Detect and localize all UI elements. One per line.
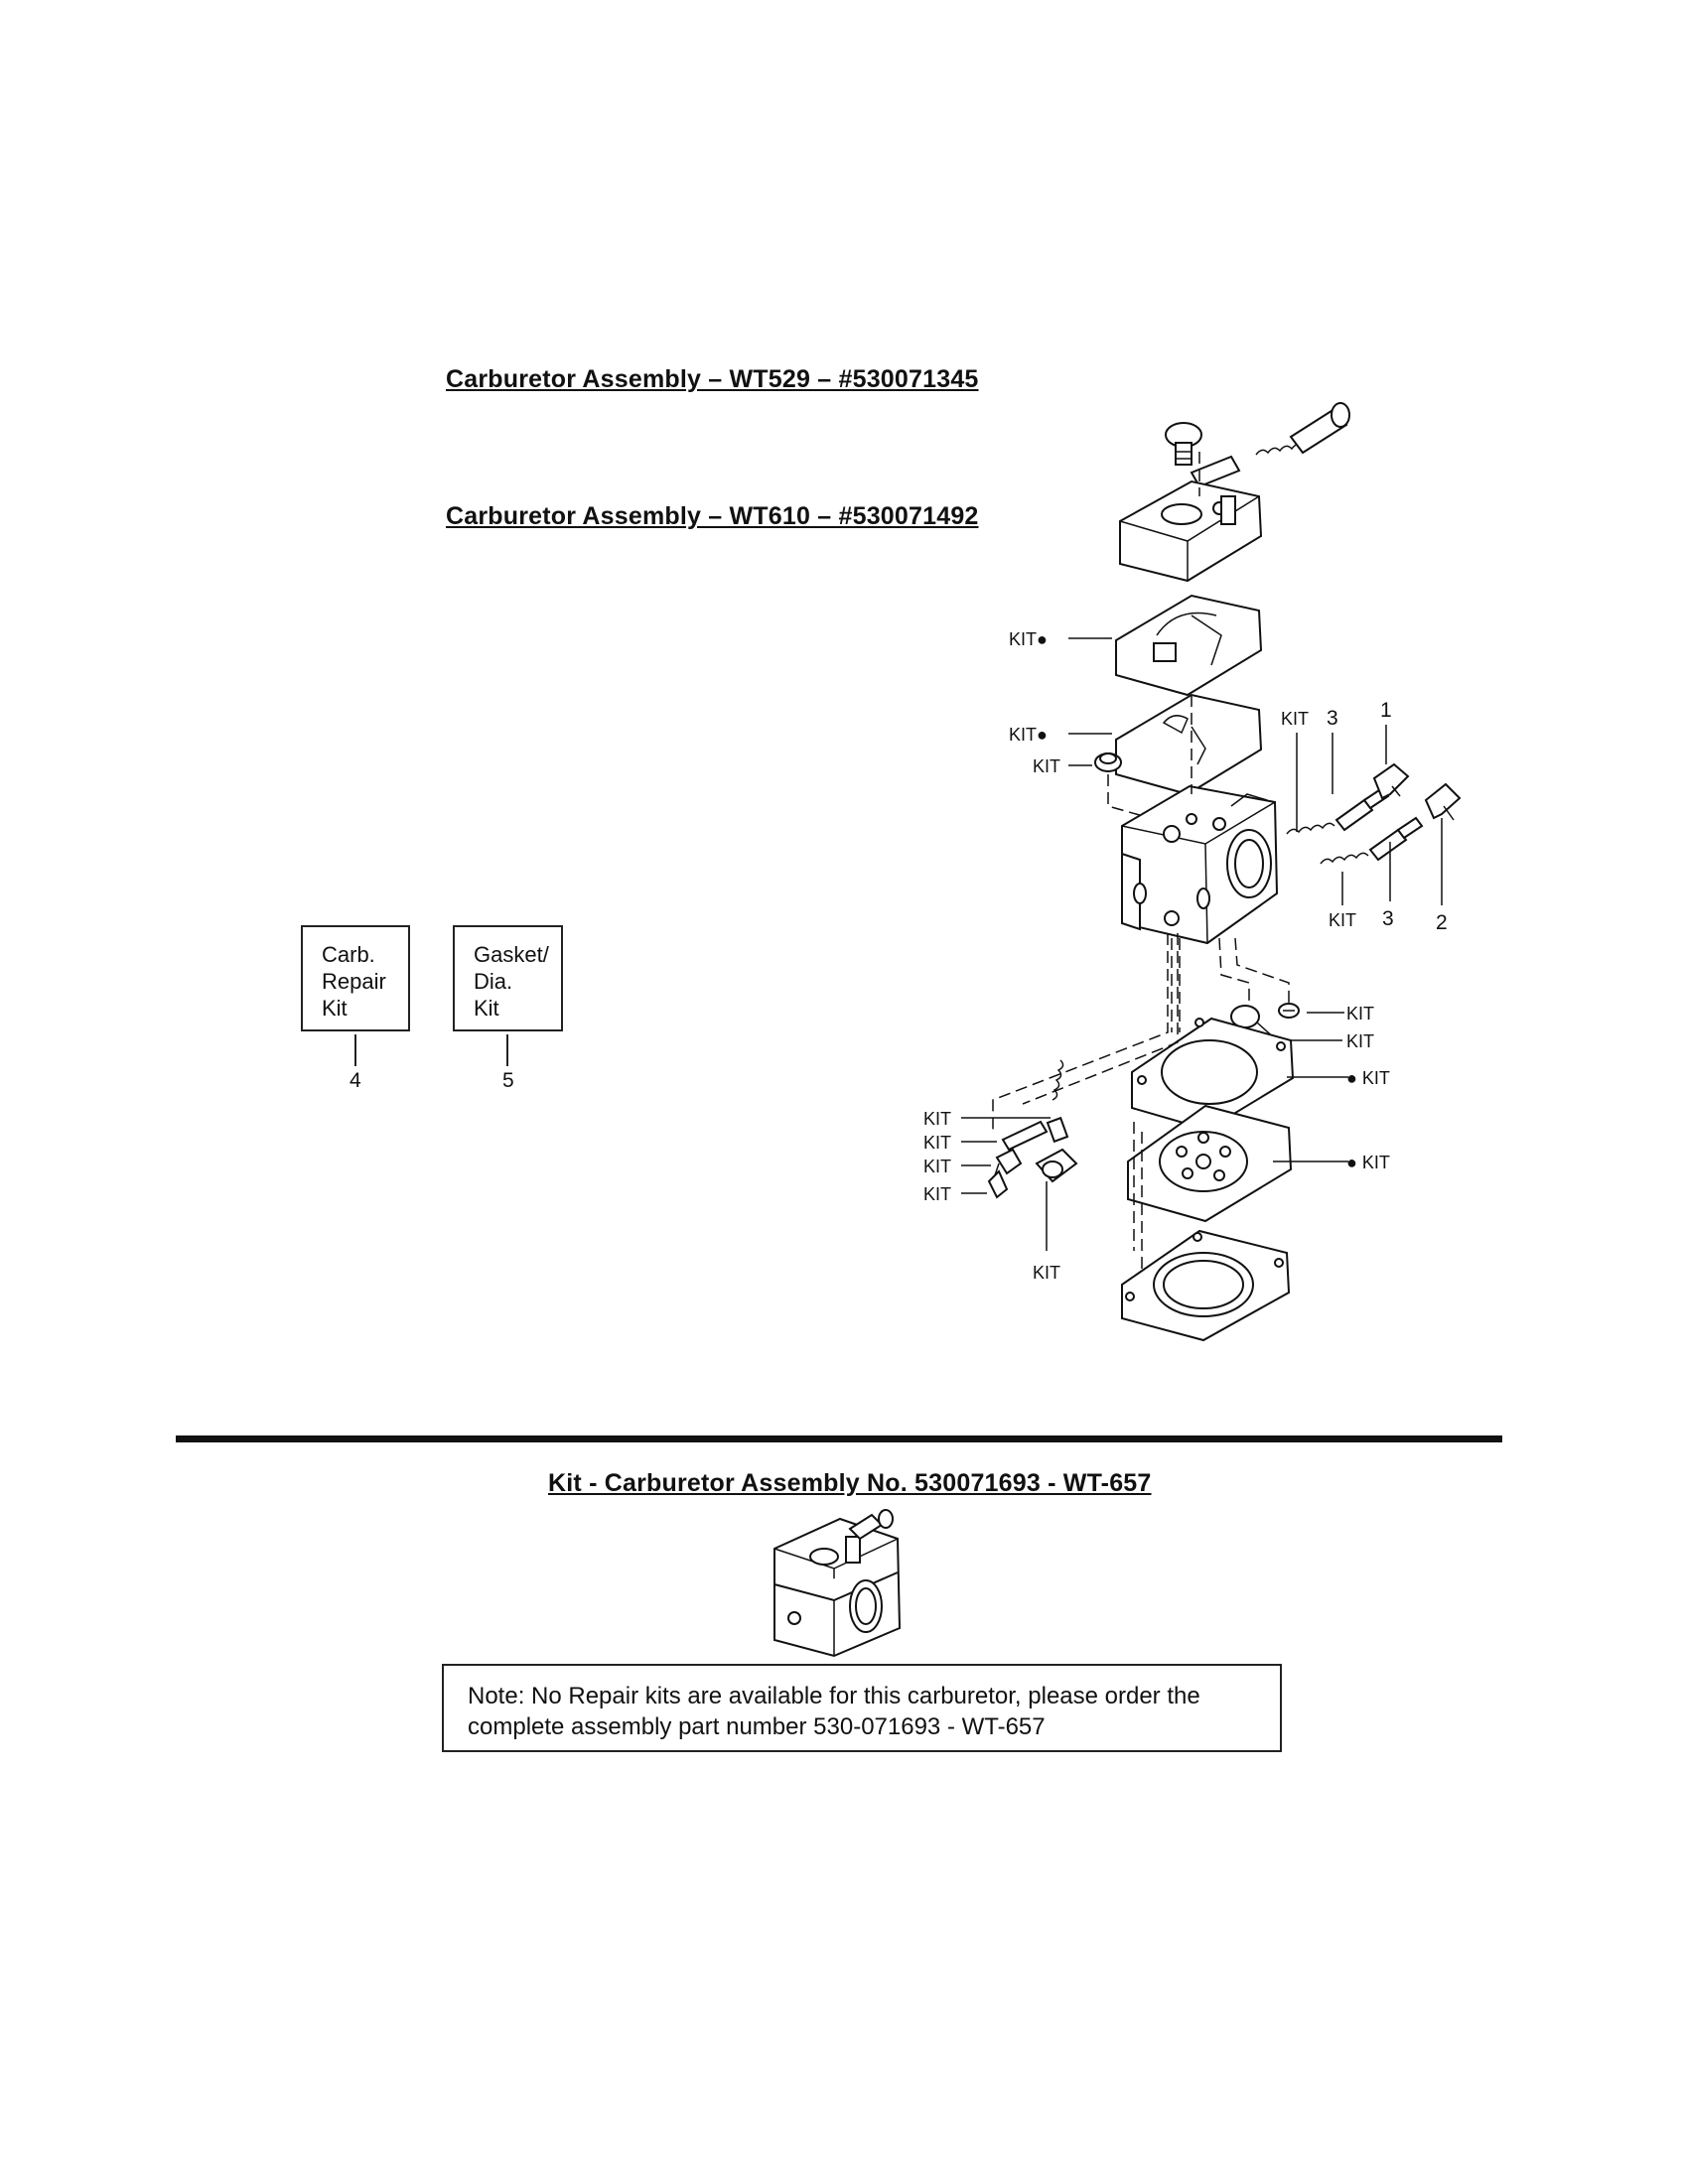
heading-kit-assembly: Kit - Carburetor Assembly No. 530071693 … xyxy=(548,1469,1152,1497)
pump-diaphragm-part xyxy=(1115,693,1263,796)
kit-number-5: 5 xyxy=(502,1069,514,1092)
gasket-dia-kit-box: Gasket/ Dia. Kit xyxy=(453,925,563,1031)
kit-box-line: Repair xyxy=(322,969,386,994)
kit-box-line: Kit xyxy=(322,996,348,1021)
kit-label: KIT xyxy=(1033,1263,1060,1283)
kit-box-stem xyxy=(354,1034,356,1066)
inlet-screen-part xyxy=(1094,752,1122,772)
limiter-screw-part xyxy=(1165,422,1202,466)
section-divider xyxy=(176,1435,1502,1442)
note-line-1: Note: No Repair kits are available for t… xyxy=(468,1683,1200,1709)
check-valve-screen-part xyxy=(1278,1003,1300,1019)
kit-label: KIT xyxy=(923,1184,951,1204)
mixture-needle-lower-part xyxy=(1320,816,1424,865)
kit-label: KIT xyxy=(1346,1004,1374,1024)
kit-number-4: 4 xyxy=(350,1069,361,1092)
callout-2: 2 xyxy=(1436,911,1448,934)
kit-dot-label: KIT● xyxy=(1009,725,1048,745)
metering-gasket-part xyxy=(1131,1017,1295,1132)
kit-box-line: Dia. xyxy=(474,969,513,994)
metering-cover-part xyxy=(1121,1229,1291,1342)
kit-label: KIT xyxy=(1329,910,1356,930)
kit-label: KIT xyxy=(923,1109,951,1129)
kit-label: KIT xyxy=(1346,1031,1374,1051)
note-box: Note: No Repair kits are available for t… xyxy=(442,1664,1282,1752)
metering-lever-part xyxy=(1001,1120,1049,1152)
kit-box-stem xyxy=(506,1034,508,1066)
pump-gasket-part xyxy=(1115,594,1263,697)
kit-box-line: Gasket/ xyxy=(474,942,549,967)
note-line-2: complete assembly part number 530-071693… xyxy=(468,1713,1046,1740)
dot-kit-label: ● KIT xyxy=(1346,1068,1390,1088)
lever-spring-part xyxy=(1046,1059,1069,1144)
mixture-needle-upper-part xyxy=(1286,786,1390,835)
adjuster-spring-part xyxy=(1190,402,1350,488)
carb-repair-kit-box: Carb. Repair Kit xyxy=(301,925,410,1031)
limiter-cap-1-part xyxy=(1372,762,1410,800)
heading-wt529: Carburetor Assembly – WT529 – #530071345 xyxy=(446,365,979,393)
kit-label: KIT xyxy=(1033,756,1060,776)
callout-1: 1 xyxy=(1380,699,1392,722)
dot-kit-label: ● KIT xyxy=(1346,1153,1390,1172)
kit-label: KIT xyxy=(1281,709,1309,729)
callout-3-lower: 3 xyxy=(1382,907,1394,930)
callout-3-upper: 3 xyxy=(1327,707,1338,730)
kit-label: KIT xyxy=(923,1133,951,1153)
kit-box-line: Kit xyxy=(474,996,499,1021)
kit-label: KIT xyxy=(923,1157,951,1176)
lever-pin-part xyxy=(987,1169,1009,1199)
limiter-cap-2-part xyxy=(1424,782,1462,821)
kit-dot-label: KIT● xyxy=(1009,629,1048,649)
pump-cover-part xyxy=(1119,479,1263,583)
metering-diaphragm-part xyxy=(1127,1104,1293,1223)
carburetor-body-part xyxy=(1121,784,1279,945)
heading-wt610: Carburetor Assembly – WT610 – #530071492 xyxy=(446,502,979,530)
carburetor-wt657-part xyxy=(773,1509,902,1658)
inlet-fitting-part xyxy=(1035,1148,1078,1183)
kit-box-line: Carb. xyxy=(322,942,375,967)
